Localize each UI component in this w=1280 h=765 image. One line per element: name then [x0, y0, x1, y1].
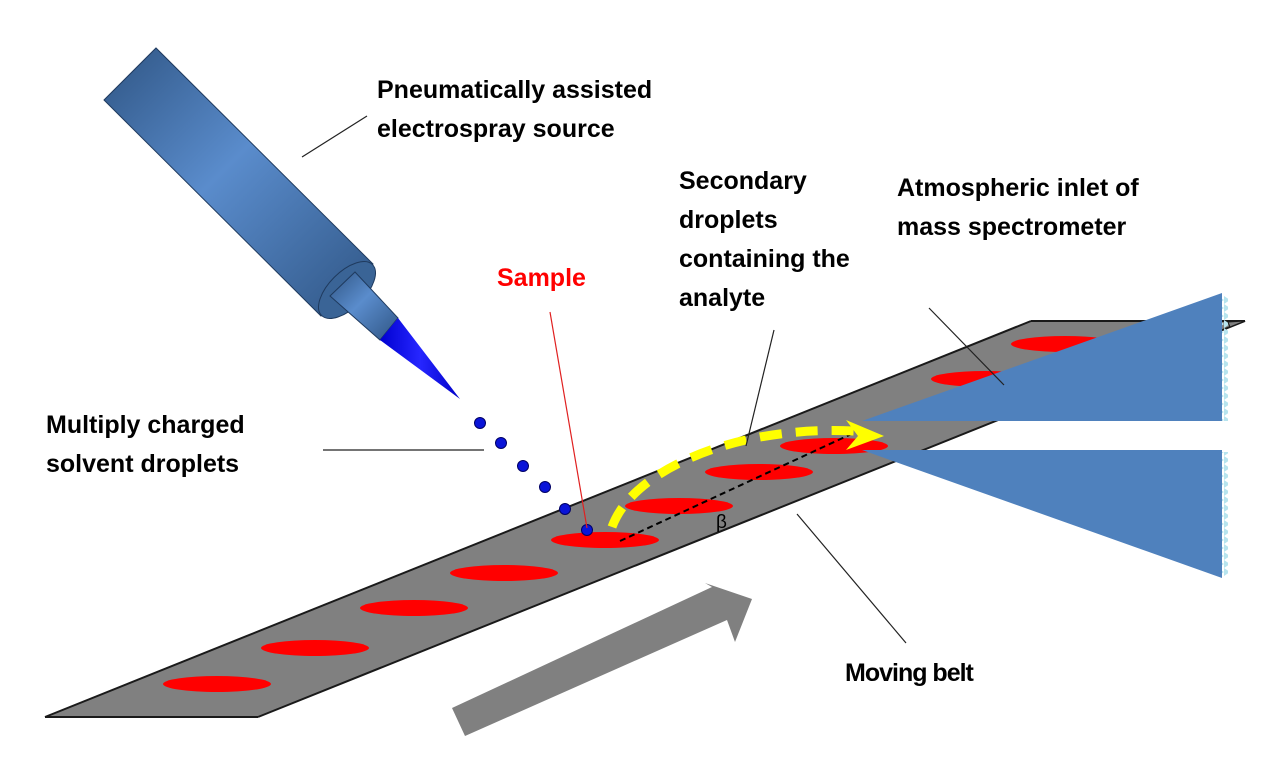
belt-motion-arrow-icon: [452, 583, 752, 736]
trajectory-path: [607, 426, 856, 529]
sample-spot: [551, 532, 659, 548]
sample-spot: [705, 464, 813, 480]
sprayer-body: [103, 47, 374, 317]
inlet-label-line1: Atmospheric inlet of: [897, 174, 1139, 202]
charged-droplet: [495, 437, 507, 449]
sample-spot: [261, 640, 369, 656]
ms-inlet: [862, 293, 1246, 578]
sample-label: Sample: [497, 264, 586, 292]
angle-reference-line: [619, 429, 861, 542]
inlet-fringe-lower: [1222, 452, 1228, 576]
charged-droplets: [474, 417, 593, 536]
secondary-label-line2: droplets: [679, 206, 778, 234]
charged-droplet: [474, 417, 486, 429]
inlet-upper-cone: [862, 293, 1222, 421]
sample-leader-line: [549, 311, 588, 529]
droplets-label-line2: solvent droplets: [46, 450, 239, 478]
sample-spot: [360, 600, 468, 616]
charged-droplet: [517, 460, 529, 472]
belt-label: Moving belt: [845, 659, 975, 687]
secondary-label-line4: analyte: [679, 284, 765, 312]
secondary-label-line3: containing the: [679, 245, 850, 273]
source-label-line1: Pneumatically assisted: [377, 76, 652, 104]
secondary-leader-line: [745, 329, 775, 447]
belt-tail-visible: [1227, 320, 1246, 328]
source-label-line2: electrospray source: [377, 115, 615, 143]
inlet-label-line2: mass spectrometer: [897, 213, 1127, 241]
trajectory-arrowhead-icon: [846, 420, 884, 450]
droplets-label-line1: Multiply charged: [46, 411, 245, 439]
inlet-leader-line: [928, 307, 1005, 386]
sample-spot: [163, 676, 271, 692]
angle-beta-label: β: [716, 512, 727, 533]
belt-leader-line: [796, 513, 907, 644]
secondary-label-line1: Secondary: [679, 167, 807, 195]
sample-spot: [450, 565, 558, 581]
inlet-lower-cone: [862, 450, 1222, 578]
source-leader-line: [301, 115, 368, 158]
secondary-droplet-trajectory: [607, 420, 884, 529]
inlet-fringe-upper: [1222, 296, 1228, 421]
belt-upper-edge: [44, 320, 1032, 718]
electrospray-source: [103, 47, 460, 399]
sprayer-tip-icon: [380, 318, 460, 399]
charged-droplet: [559, 503, 571, 515]
charged-droplet: [539, 481, 551, 493]
